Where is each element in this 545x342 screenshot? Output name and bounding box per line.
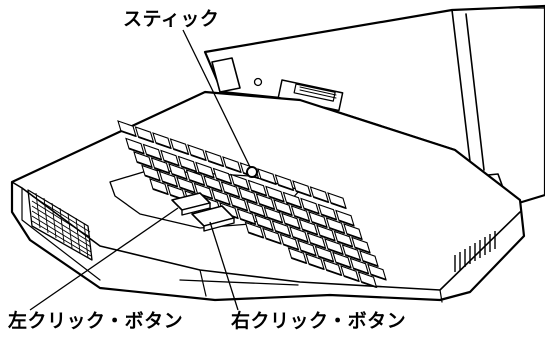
keyboard-key-edge [208,160,224,168]
keyboard-key-edge [232,204,248,212]
keyboard-key-edge [308,263,325,271]
keyboard-key-edge [154,167,170,175]
keyboard-key-edge [138,136,154,144]
keyboard-key-edge [171,173,188,181]
keyboard-key-edge [276,209,293,217]
keyboard-key-edge [370,273,387,281]
keyboard-key-edge [190,154,207,162]
keyboard-key-edge [318,255,334,263]
keyboard-key-edge [233,183,250,191]
keyboard-key-edge [240,218,256,226]
keyboard-key-edge [303,207,320,215]
keyboard-key-edge [162,180,178,188]
keyboard-key-edge [257,224,274,232]
stick-label: スティック [123,8,220,30]
keyboard-key-edge [216,177,232,185]
keyboard-key-edge [198,171,215,179]
keyboard-key-edge [286,201,302,209]
keyboard-key-edge [330,202,347,210]
keyboard-key-edge [311,221,328,229]
keyboard-key-edge [214,198,231,206]
keyboard-key-edge [329,227,345,235]
keyboard-key-edge [265,237,282,245]
keyboard-key-edge [283,243,299,251]
speaker-grille-left [27,189,93,261]
keyboard-key-edge [354,246,371,254]
keyboard-key-edge [144,174,161,182]
keyboard-key-edge [346,233,363,241]
keyboard-key-edge [300,249,317,257]
keyboard-key-edge [295,190,312,198]
click-buttons [171,192,235,232]
keyboard-key-edge [361,281,377,289]
keyboard-key-edge [343,275,360,283]
keyboard-key-edge [225,166,242,174]
keyboard-key-edge [278,184,294,192]
keyboard-key-edge [259,203,275,211]
keyboard-key-edge [345,254,361,262]
right-click-button-label: 右クリック・ボタン [231,310,407,332]
keyboard-key-edge [267,216,283,224]
keyboard-key-edge [302,228,318,236]
keyboard [117,120,387,289]
keyboard-key-edge [284,222,301,230]
keyboard-key-edge [268,195,285,203]
keyboard-key-edge [326,269,342,277]
keyboard-key-edge [362,260,379,268]
keyboard-key-edge [241,197,258,205]
keyboard-key-edge [128,147,145,155]
keyboard-key-edge [248,231,264,239]
keyboard-key-edge [338,219,355,227]
side-vent-right [454,231,496,272]
keyboard-key-edge [173,148,189,156]
keyboard-key-edge [327,248,344,256]
keyboard-key-edge [206,185,223,193]
keyboard-key-edge [319,234,336,242]
keyboard-key-edge [353,267,369,275]
keyboard-key-edge [294,215,310,223]
keyboard-key-edge [120,130,137,138]
keyboard-key-edge [249,210,266,218]
trackpoint-stick [246,166,258,178]
keyboard-key-edge [179,186,196,194]
keyboard-key-edge [335,261,352,269]
leader-lines [29,29,251,311]
left-click-button-label: 左クリック・ボタン [8,310,184,332]
keyboard-key-edge [189,179,205,187]
keyboard-key-edge [337,240,353,248]
keyboard-key-edge [292,236,309,244]
keyboard-key-edge [181,165,197,173]
keyboard-key-edge [310,242,326,250]
keyboard-key-edge [251,189,267,197]
keyboard-key-edge [152,188,169,196]
keyboard-key-edge [260,178,277,186]
keyboard-key-edge [136,161,153,169]
keyboard-key-edge [146,153,162,161]
keyboard-key-edge [155,142,172,150]
keyboard-key-edge [224,191,240,199]
keyboard-key-edge [291,257,307,265]
keyboard-key-edge [163,159,180,167]
keyboard-key-edge [313,196,329,204]
keyboard-key-edge [275,230,291,238]
keyboard-key-edge [321,213,337,221]
